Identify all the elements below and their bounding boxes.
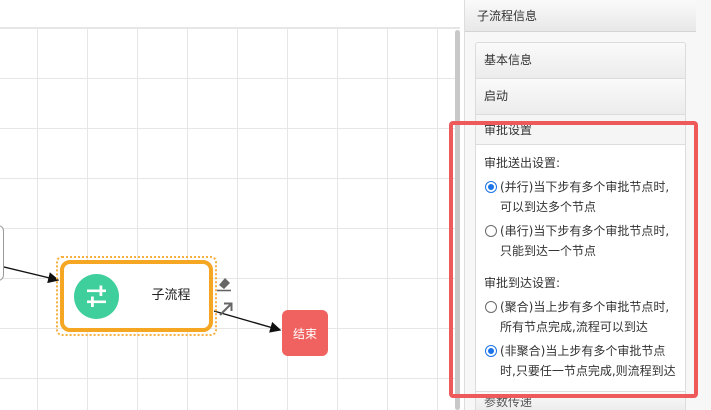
send-option-serial[interactable]: (串行)当下步有多个审批节点时,只能到达一个节点 [484,221,677,261]
radio-parallel[interactable] [485,181,497,193]
radio-non-aggregate[interactable] [485,345,497,357]
radio-aggregate[interactable] [485,301,497,313]
send-option-parallel[interactable]: (并行)当下步有多个审批节点时,可以到达多个节点 [484,177,677,217]
canvas-scrollbar[interactable] [455,30,460,410]
send-settings-title: 审批送出设置: [484,156,561,170]
edge-prev-to-subprocess[interactable] [0,265,60,284]
subprocess-node-label: 子流程 [151,288,191,303]
send-option-serial-label: (串行)当下步有多个审批节点时,只能到达一个节点 [500,224,670,258]
edges-layer [0,265,282,333]
sliders-icon [74,274,119,319]
panel-title: 子流程信息 [465,0,696,32]
arrive-option-non-aggregate[interactable]: (非聚合)当上步有多个审批节点时,只要任一节点完成,则流程到达 [484,341,677,381]
arrive-option-aggregate[interactable]: (聚合)当上步有多个审批节点时,所有节点完成,流程可以到达 [484,297,677,337]
workflow-canvas[interactable]: 子流程 结束 [0,0,460,410]
subprocess-node[interactable]: 子流程 [60,260,213,332]
arrive-option-aggregate-label: (聚合)当上步有多个审批节点时,所有节点完成,流程可以到达 [500,300,670,334]
accordion-approval-settings[interactable]: 审批设置 [475,114,686,144]
scrollbar-thumb[interactable] [455,30,460,410]
accordion-param-transfer[interactable]: 参数传递 [475,392,686,410]
eraser-icon[interactable] [215,275,233,293]
accordion-start[interactable]: 启动 [475,78,686,114]
approval-settings-content: 审批送出设置: (并行)当下步有多个审批节点时,可以到达多个节点 (串行)当下步… [475,144,686,392]
end-node[interactable]: 结束 [282,310,328,356]
send-option-parallel-label: (并行)当下步有多个审批节点时,可以到达多个节点 [500,180,670,214]
selection-halo [56,256,217,336]
properties-panel: 子流程信息 基本信息 启动 审批设置 审批送出设置: (并行)当下步有多个审批节… [464,0,711,410]
accordion: 基本信息 启动 审批设置 审批送出设置: (并行)当下步有多个审批节点时,可以到… [475,42,686,410]
connect-arrow-icon[interactable] [217,300,235,318]
previous-node[interactable] [0,225,4,281]
arrive-settings-title: 审批到达设置: [484,276,561,290]
arrive-option-non-aggregate-label: (非聚合)当上步有多个审批节点时,只要任一节点完成,则流程到达 [500,344,676,378]
radio-serial[interactable] [485,225,497,237]
accordion-basic-info[interactable]: 基本信息 [475,42,686,78]
